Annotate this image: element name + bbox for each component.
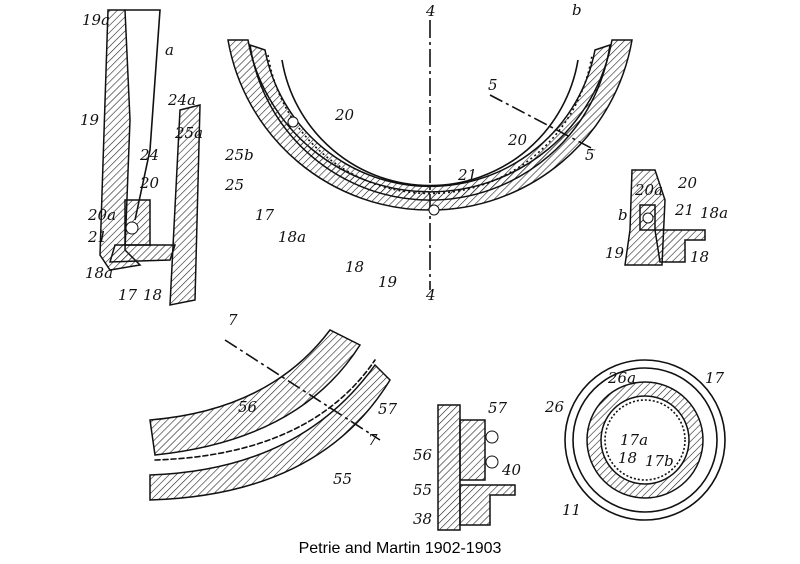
label: 25 (224, 176, 244, 194)
label: 57 (378, 400, 398, 418)
label: 20 (139, 174, 160, 192)
bottom-left-segment-figure (149, 329, 391, 501)
label: 17 (118, 286, 138, 304)
label: 24a (167, 91, 196, 109)
label: b (618, 206, 628, 224)
label: 21 (457, 166, 477, 184)
label: 5 (488, 76, 498, 94)
label: 19 (605, 244, 625, 262)
label: 21 (674, 201, 694, 219)
left-section-figure (99, 9, 201, 306)
label: 20 (507, 131, 528, 149)
label: 17b (645, 452, 674, 470)
label: 18a (700, 204, 728, 222)
label: 20a (87, 206, 116, 224)
label: 19 (378, 273, 398, 291)
label: 20 (334, 106, 355, 124)
label: 20 (677, 174, 698, 192)
label: 18 (618, 449, 637, 467)
label: 26 (544, 398, 565, 416)
label: 17 (705, 369, 725, 387)
label: 25b (224, 146, 254, 164)
label: 40 (501, 461, 522, 479)
hole (428, 204, 440, 216)
label: a (165, 41, 174, 59)
section-line-5 (489, 94, 596, 151)
ring-20 (281, 59, 579, 187)
label: 7 (368, 431, 378, 449)
hole (287, 116, 299, 128)
label: 19a (82, 11, 110, 29)
label: 17a (620, 431, 648, 449)
label: 55 (333, 470, 352, 488)
label: 26a (607, 369, 636, 387)
label: 11 (562, 501, 581, 519)
label: 7 (228, 311, 238, 329)
label: 17 (255, 206, 275, 224)
label: b (572, 1, 582, 19)
label: 4 (425, 286, 436, 304)
bottom-middle-section-figure (437, 404, 516, 531)
label: 21 (87, 228, 107, 246)
bottom-right-ring-figure (564, 359, 726, 521)
label: 18 (345, 258, 364, 276)
label: 18 (690, 248, 709, 266)
label: 57 (488, 399, 508, 417)
label: 5 (585, 146, 595, 164)
label: 4 (425, 2, 436, 20)
reference-labels: 4 4 20 5 5 b 20 21 17 18a 18 19 19a a 24… (80, 1, 728, 528)
inner-race (249, 43, 611, 201)
label: 18a (85, 264, 113, 282)
caption: Petrie and Martin 1902-1903 (298, 540, 502, 557)
top-ring-figure (227, 20, 633, 290)
label: 18a (278, 228, 306, 246)
label: 25a (174, 124, 203, 142)
right-section-figure (624, 169, 706, 266)
label: 55 (413, 481, 432, 499)
label: 56 (413, 446, 433, 464)
label: 20a (634, 181, 663, 199)
label: 38 (413, 510, 432, 528)
label: 18 (143, 286, 162, 304)
label: 56 (238, 398, 258, 416)
label: 24 (139, 146, 159, 164)
label: 19 (80, 111, 100, 129)
